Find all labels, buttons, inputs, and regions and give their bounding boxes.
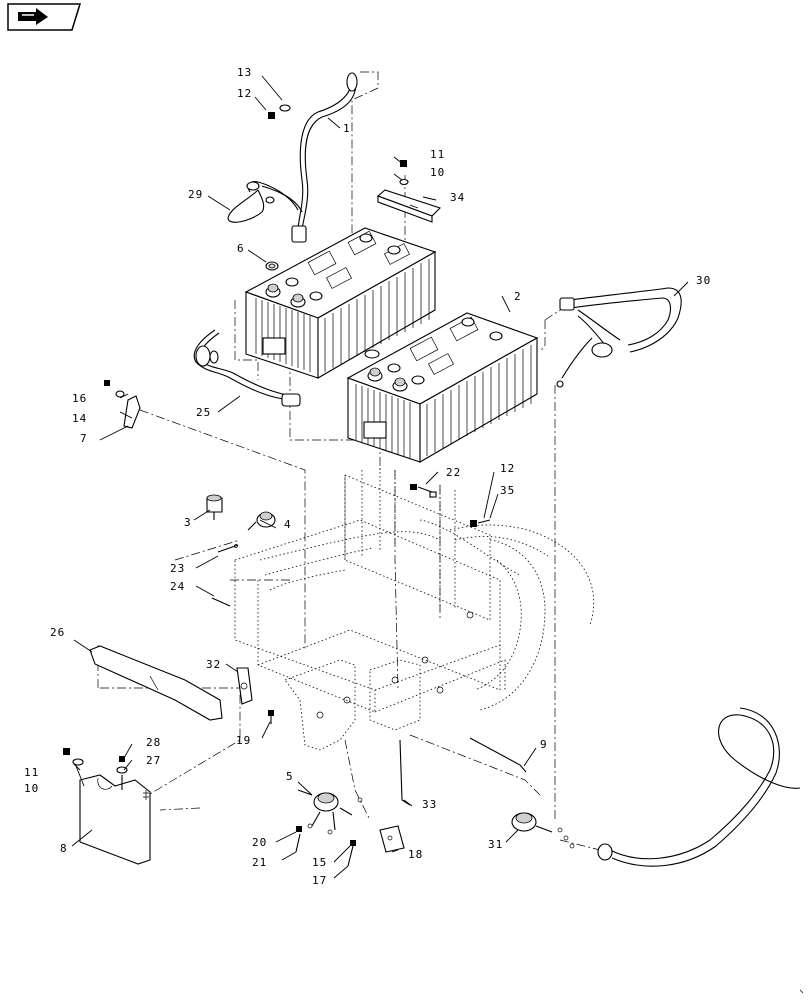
cover-plate-part-26	[89, 645, 223, 721]
screw-part-11-top	[400, 160, 407, 167]
washer-part-35	[477, 519, 491, 524]
callout-18: 18	[408, 848, 423, 861]
callout-23: 23	[170, 562, 185, 575]
callout-12-mid: 12	[500, 462, 515, 475]
washer-part-27	[116, 766, 128, 790]
callout-16: 16	[72, 392, 87, 405]
wiring-harness-lower-right	[597, 707, 801, 867]
shield-part-8	[79, 774, 151, 865]
bolt-part-22	[410, 484, 437, 498]
callout-2: 2	[514, 290, 522, 303]
plate-part-18	[379, 825, 405, 853]
callout-15: 15	[312, 856, 327, 869]
callout-1: 1	[343, 122, 351, 135]
bracket-part-32	[236, 667, 253, 705]
bolt-part-19	[268, 710, 274, 724]
battery-terminals-front	[367, 317, 503, 392]
washer-part-21	[295, 833, 301, 853]
callout-22: 22	[446, 466, 461, 479]
switch-part-3	[206, 494, 223, 520]
return-arrow-icon	[18, 8, 48, 25]
callout-21: 21	[252, 856, 267, 869]
washer-part-10-lower	[72, 758, 84, 766]
callout-25: 25	[196, 406, 211, 419]
nav-back-button[interactable]	[7, 3, 82, 31]
hold-down-bar-part-34	[376, 189, 442, 223]
screw-part-20	[296, 826, 302, 832]
callout-11-lower: 11	[24, 766, 39, 779]
pin-part-23	[217, 544, 239, 553]
callout-10-top: 10	[430, 166, 445, 179]
washer-part-13	[279, 104, 291, 112]
callout-29: 29	[188, 188, 203, 201]
callout-19: 19	[236, 734, 251, 747]
washer-part-10-top	[399, 178, 409, 186]
washer-part-6	[265, 261, 279, 271]
battery-rear	[244, 227, 437, 379]
washer-part-17	[347, 845, 354, 867]
callout-14: 14	[72, 412, 87, 425]
screw-part-11-lower	[63, 748, 70, 755]
callout-7: 7	[80, 432, 88, 445]
callout-24: 24	[170, 580, 185, 593]
washer-part-14	[115, 390, 125, 398]
callout-33: 33	[422, 798, 437, 811]
callout-31: 31	[488, 838, 503, 851]
callout-labels: 13 12 1 11 10 29 34 6 2 30 16 14 7 25 22…	[24, 66, 711, 887]
switch-part-4	[247, 511, 276, 531]
callout-35: 35	[500, 484, 515, 497]
battery-cable-part-1	[291, 72, 358, 243]
screw-part-28	[119, 756, 125, 762]
rod-part-9	[469, 737, 527, 773]
callout-4: 4	[284, 518, 292, 531]
callout-26: 26	[50, 626, 65, 639]
callout-28: 28	[146, 736, 161, 749]
callout-27: 27	[146, 754, 161, 767]
callout-8: 8	[60, 842, 68, 855]
corner-mark	[799, 989, 804, 994]
callout-12-top: 12	[237, 87, 252, 100]
battery-terminals	[265, 233, 401, 308]
clip-part-7	[123, 395, 141, 429]
callout-17: 17	[312, 874, 327, 887]
battery-tray-frame	[234, 468, 595, 751]
pin-part-24	[211, 597, 231, 607]
switch-part-31	[511, 812, 575, 849]
screw-part-15	[350, 840, 356, 846]
harness-cable-part-30	[556, 287, 682, 388]
rod-part-33	[399, 739, 411, 806]
callout-20: 20	[252, 836, 267, 849]
nut-part-12-top	[268, 112, 275, 119]
assembly-centerlines	[97, 71, 601, 851]
callout-9: 9	[540, 738, 548, 751]
callout-32: 32	[206, 658, 221, 671]
callout-leaders	[71, 75, 689, 879]
callout-30: 30	[696, 274, 711, 287]
solenoid-part-5	[297, 789, 363, 835]
callout-13: 13	[237, 66, 252, 79]
callout-11-top: 11	[430, 148, 445, 161]
battery-jumper-part-29	[227, 181, 303, 223]
callout-34: 34	[450, 191, 465, 204]
callout-5: 5	[286, 770, 294, 783]
callout-10-lower: 10	[24, 782, 39, 795]
battery-front	[346, 312, 539, 463]
callout-3: 3	[184, 516, 192, 529]
bolt-part-12-mid	[470, 520, 477, 527]
screw-part-16	[104, 380, 110, 386]
callout-6: 6	[237, 242, 245, 255]
ground-cable-part-25	[193, 329, 301, 407]
